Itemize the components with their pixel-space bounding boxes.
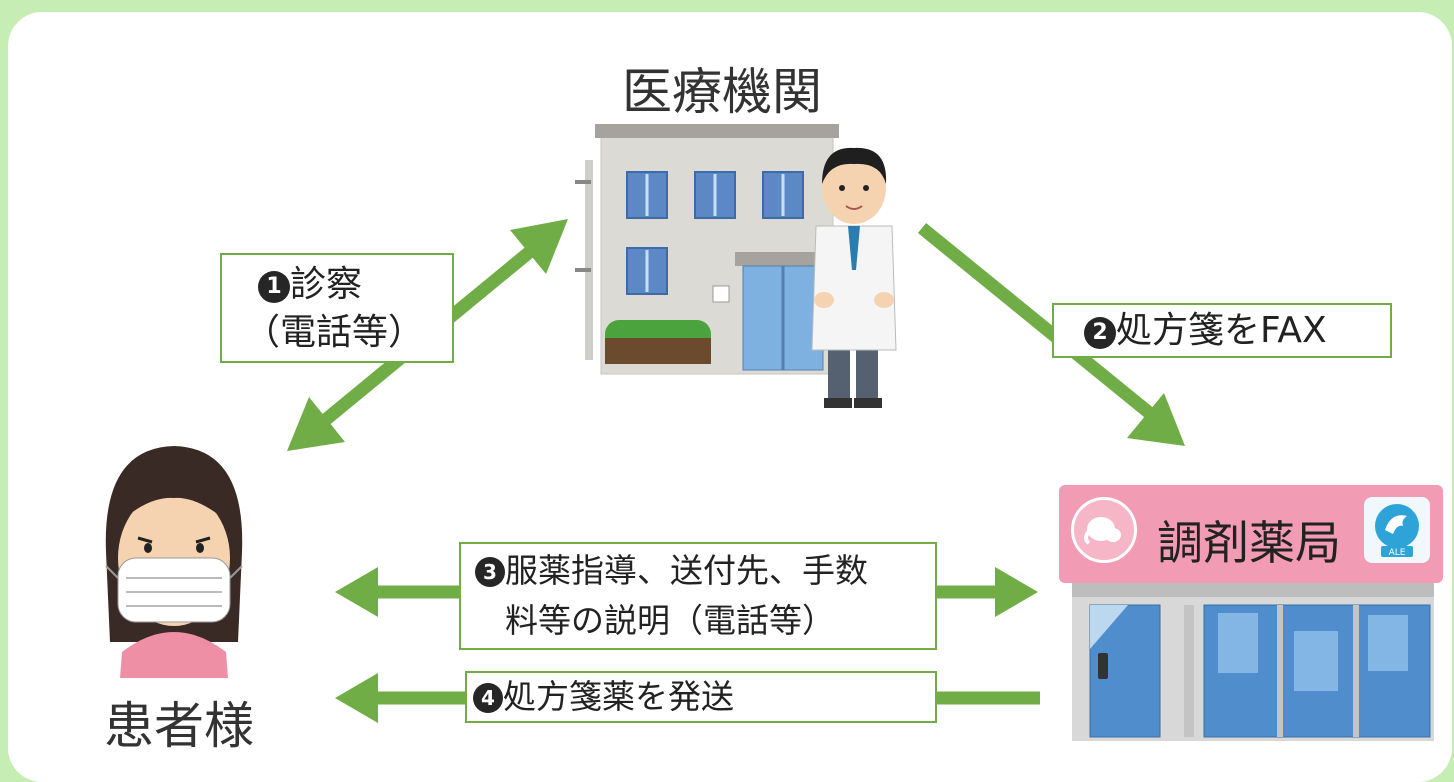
arrowhead-to-pharmacy <box>1127 393 1185 446</box>
doctor-icon <box>811 147 897 408</box>
step-3-number: 3 <box>475 557 505 587</box>
arrowhead-step4-left <box>335 673 378 723</box>
step-2-number: 2 <box>1084 317 1116 349</box>
arrowhead-step3-right <box>995 567 1038 617</box>
pharmacy-sign: 調剤薬局 ALE <box>1059 485 1443 583</box>
step-1-text: 診察 <box>290 264 363 305</box>
pharmacy-label: 調剤薬局 <box>1157 516 1341 570</box>
pharmacy-store-icon <box>1072 583 1434 741</box>
step-1-subtext: （電話等） <box>244 312 425 353</box>
baby-elephant-logo-icon <box>1071 497 1137 563</box>
arrow-hospital-pharmacy <box>917 222 1163 426</box>
hospital-building-icon <box>575 124 839 375</box>
dolphin-logo-icon: ALE <box>1364 497 1430 563</box>
hospital-label: 医療機関 <box>622 63 822 121</box>
step-3-text: 服薬指導、送付先、手数 <box>505 551 868 590</box>
step-2-text: 処方箋をFAX <box>1116 310 1327 351</box>
patient-mask-icon <box>105 446 243 678</box>
patient-label: 患者様 <box>104 697 254 755</box>
arrowhead-to-patient <box>287 397 345 451</box>
arrowhead-step3-left <box>335 567 378 617</box>
arrowhead-to-hospital <box>510 219 568 274</box>
step-3-subtext: 料等の説明（電話等） <box>505 601 835 640</box>
step-4-number: 4 <box>473 683 503 713</box>
step-1-number: 1 <box>258 271 290 303</box>
logo-text: ALE <box>1389 548 1406 558</box>
step-4-text: 処方箋薬を発送 <box>503 677 734 716</box>
